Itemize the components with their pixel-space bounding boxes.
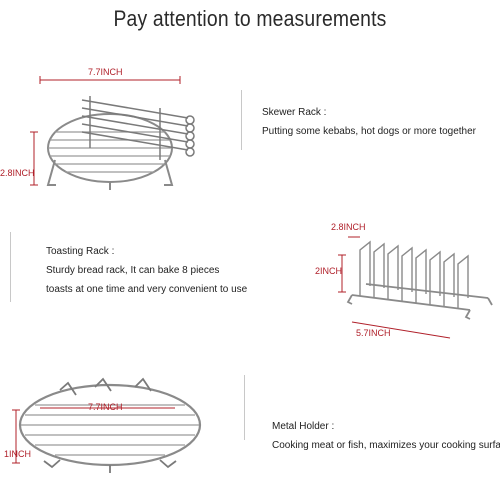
skewer-rack-name: Skewer Rack : [262,107,327,118]
toasting-rack-section: Toasting Rack : Sturdy bread rack, It ca… [0,210,500,360]
toasting-rack-description-line-1: Sturdy bread rack, It can bake 8 pieces [46,265,220,276]
metal-holder-height-dimension: 1INCH [4,449,32,459]
skewer-rack-height-dimension: 2.8INCH [0,168,35,178]
skewer-rack-caption: Skewer Rack : Putting some kebabs, hot d… [262,103,476,141]
metal-holder-width-dimension: 7.7INCH [88,402,123,412]
toasting-rack-height-dimension: 2INCH [315,266,343,276]
toasting-rack-description-line-2: toasts at one time and very convenient t… [46,284,248,295]
toasting-rack-depth-dimension: 2.8INCH [331,222,366,232]
metal-holder-divider [244,375,245,440]
toasting-rack-image [338,236,493,339]
toasting-rack-caption: Toasting Rack : Sturdy bread rack, It ca… [46,242,247,299]
toasting-rack-name: Toasting Rack : [46,246,115,257]
metal-holder-caption: Metal Holder : Cooking meat or fish, max… [272,417,500,455]
skewer-rack-image [30,76,195,190]
skewer-rack-divider [241,90,242,150]
metal-holder-section: 7.7INCH 1INCH Metal Holder : Cooking mea… [0,365,500,500]
toasting-rack-divider [10,232,11,302]
metal-holder-name: Metal Holder : [272,421,335,432]
skewer-rack-description: Putting some kebabs, hot dogs or more to… [262,126,477,137]
toasting-rack-length-dimension: 5.7INCH [356,328,391,338]
metal-holder-description: Cooking meat or fish, maximizes your coo… [272,440,500,451]
page-title: Pay attention to measurements [113,6,387,31]
skewer-rack-width-dimension: 7.7INCH [88,67,123,77]
skewer-rack-section: 7.7INCH 2.8INCH Skewer Rack : Putting so… [0,60,500,200]
metal-holder-image [12,377,202,473]
